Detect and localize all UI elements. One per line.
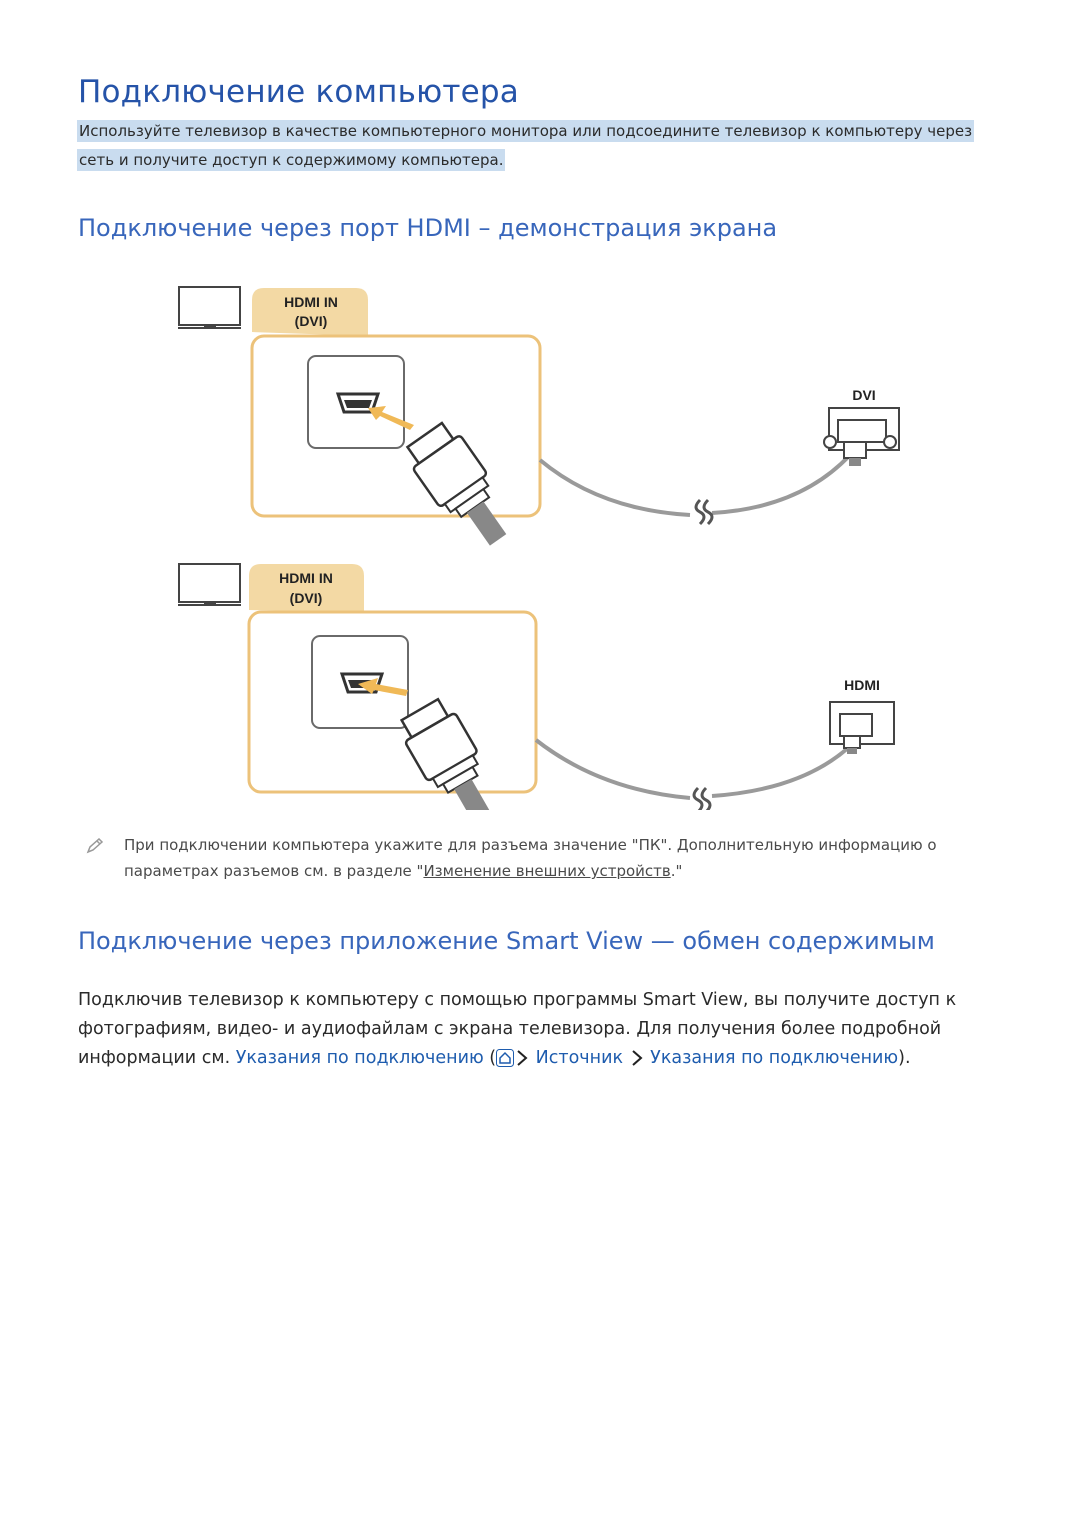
smartview-paragraph: Подключив телевизор к компьютеру с помощ… <box>78 986 988 1073</box>
cable-bottom-left <box>534 738 691 800</box>
section-hdmi-heading: Подключение через порт HDMI – демонстрац… <box>78 214 778 242</box>
hdmi-port-icon <box>310 634 410 730</box>
cable-top-right <box>711 453 852 515</box>
intro-line-2: сеть и получите доступ к содержимому ком… <box>77 149 506 171</box>
home-icon <box>496 1049 515 1067</box>
cable-top-left <box>538 458 691 517</box>
tab-hdmi-in-bottom <box>249 564 364 612</box>
tab-top-line-2: (DVI) <box>295 313 328 329</box>
chevron-right-icon <box>517 1050 528 1066</box>
hdmi-port-icon <box>306 354 406 450</box>
cable-break-icon <box>692 786 704 810</box>
dvi-connector-icon <box>823 407 900 466</box>
page-title: Подключение компьютера <box>78 74 519 110</box>
open-paren: ( <box>483 1048 497 1068</box>
note-text: При подключении компьютера укажите для р… <box>124 832 984 884</box>
intro-paragraph: Используйте телевизор в качестве компьют… <box>77 117 1007 175</box>
tv-icon <box>178 563 241 606</box>
note-link[interactable]: Изменение внешних устройств <box>423 862 671 880</box>
chevron-right-icon <box>631 1050 643 1066</box>
cable-break-icon <box>694 498 706 526</box>
tv-icon <box>178 286 241 329</box>
dvi-label: DVI <box>852 387 875 403</box>
cable-bottom-right <box>711 746 850 798</box>
note-pencil-icon <box>86 838 104 854</box>
tab-top-line-1: HDMI IN <box>284 294 338 310</box>
hdmi-connector-icon <box>829 701 895 754</box>
note-text-before: При подключении компьютера укажите для р… <box>124 836 937 880</box>
note-text-after: ." <box>670 862 683 880</box>
tab-bottom-line-1: HDMI IN <box>279 570 333 586</box>
arrow-icon <box>358 678 408 696</box>
hdmi-label: HDMI <box>844 677 880 693</box>
section-smartview-heading: Подключение через приложение Smart View … <box>78 927 935 955</box>
source-link[interactable]: Источник <box>535 1048 624 1068</box>
close-paren: ). <box>898 1048 911 1068</box>
tab-hdmi-in-top <box>252 288 368 336</box>
guide-path-link[interactable]: Указания по подключению <box>650 1048 899 1068</box>
connection-diagram: HDMI IN (DVI) DVI HDMI IN (DVI) <box>178 286 900 810</box>
hdmi-plug-icon <box>405 421 507 546</box>
tab-bottom-line-2: (DVI) <box>290 590 323 606</box>
arrow-icon <box>368 406 414 430</box>
smartview-text: Подключив телевизор к компьютеру с помощ… <box>78 990 957 1068</box>
hdmi-plug-icon <box>399 697 490 810</box>
guide-link[interactable]: Указания по подключению <box>235 1048 484 1068</box>
intro-line-1: Используйте телевизор в качестве компьют… <box>77 120 975 142</box>
